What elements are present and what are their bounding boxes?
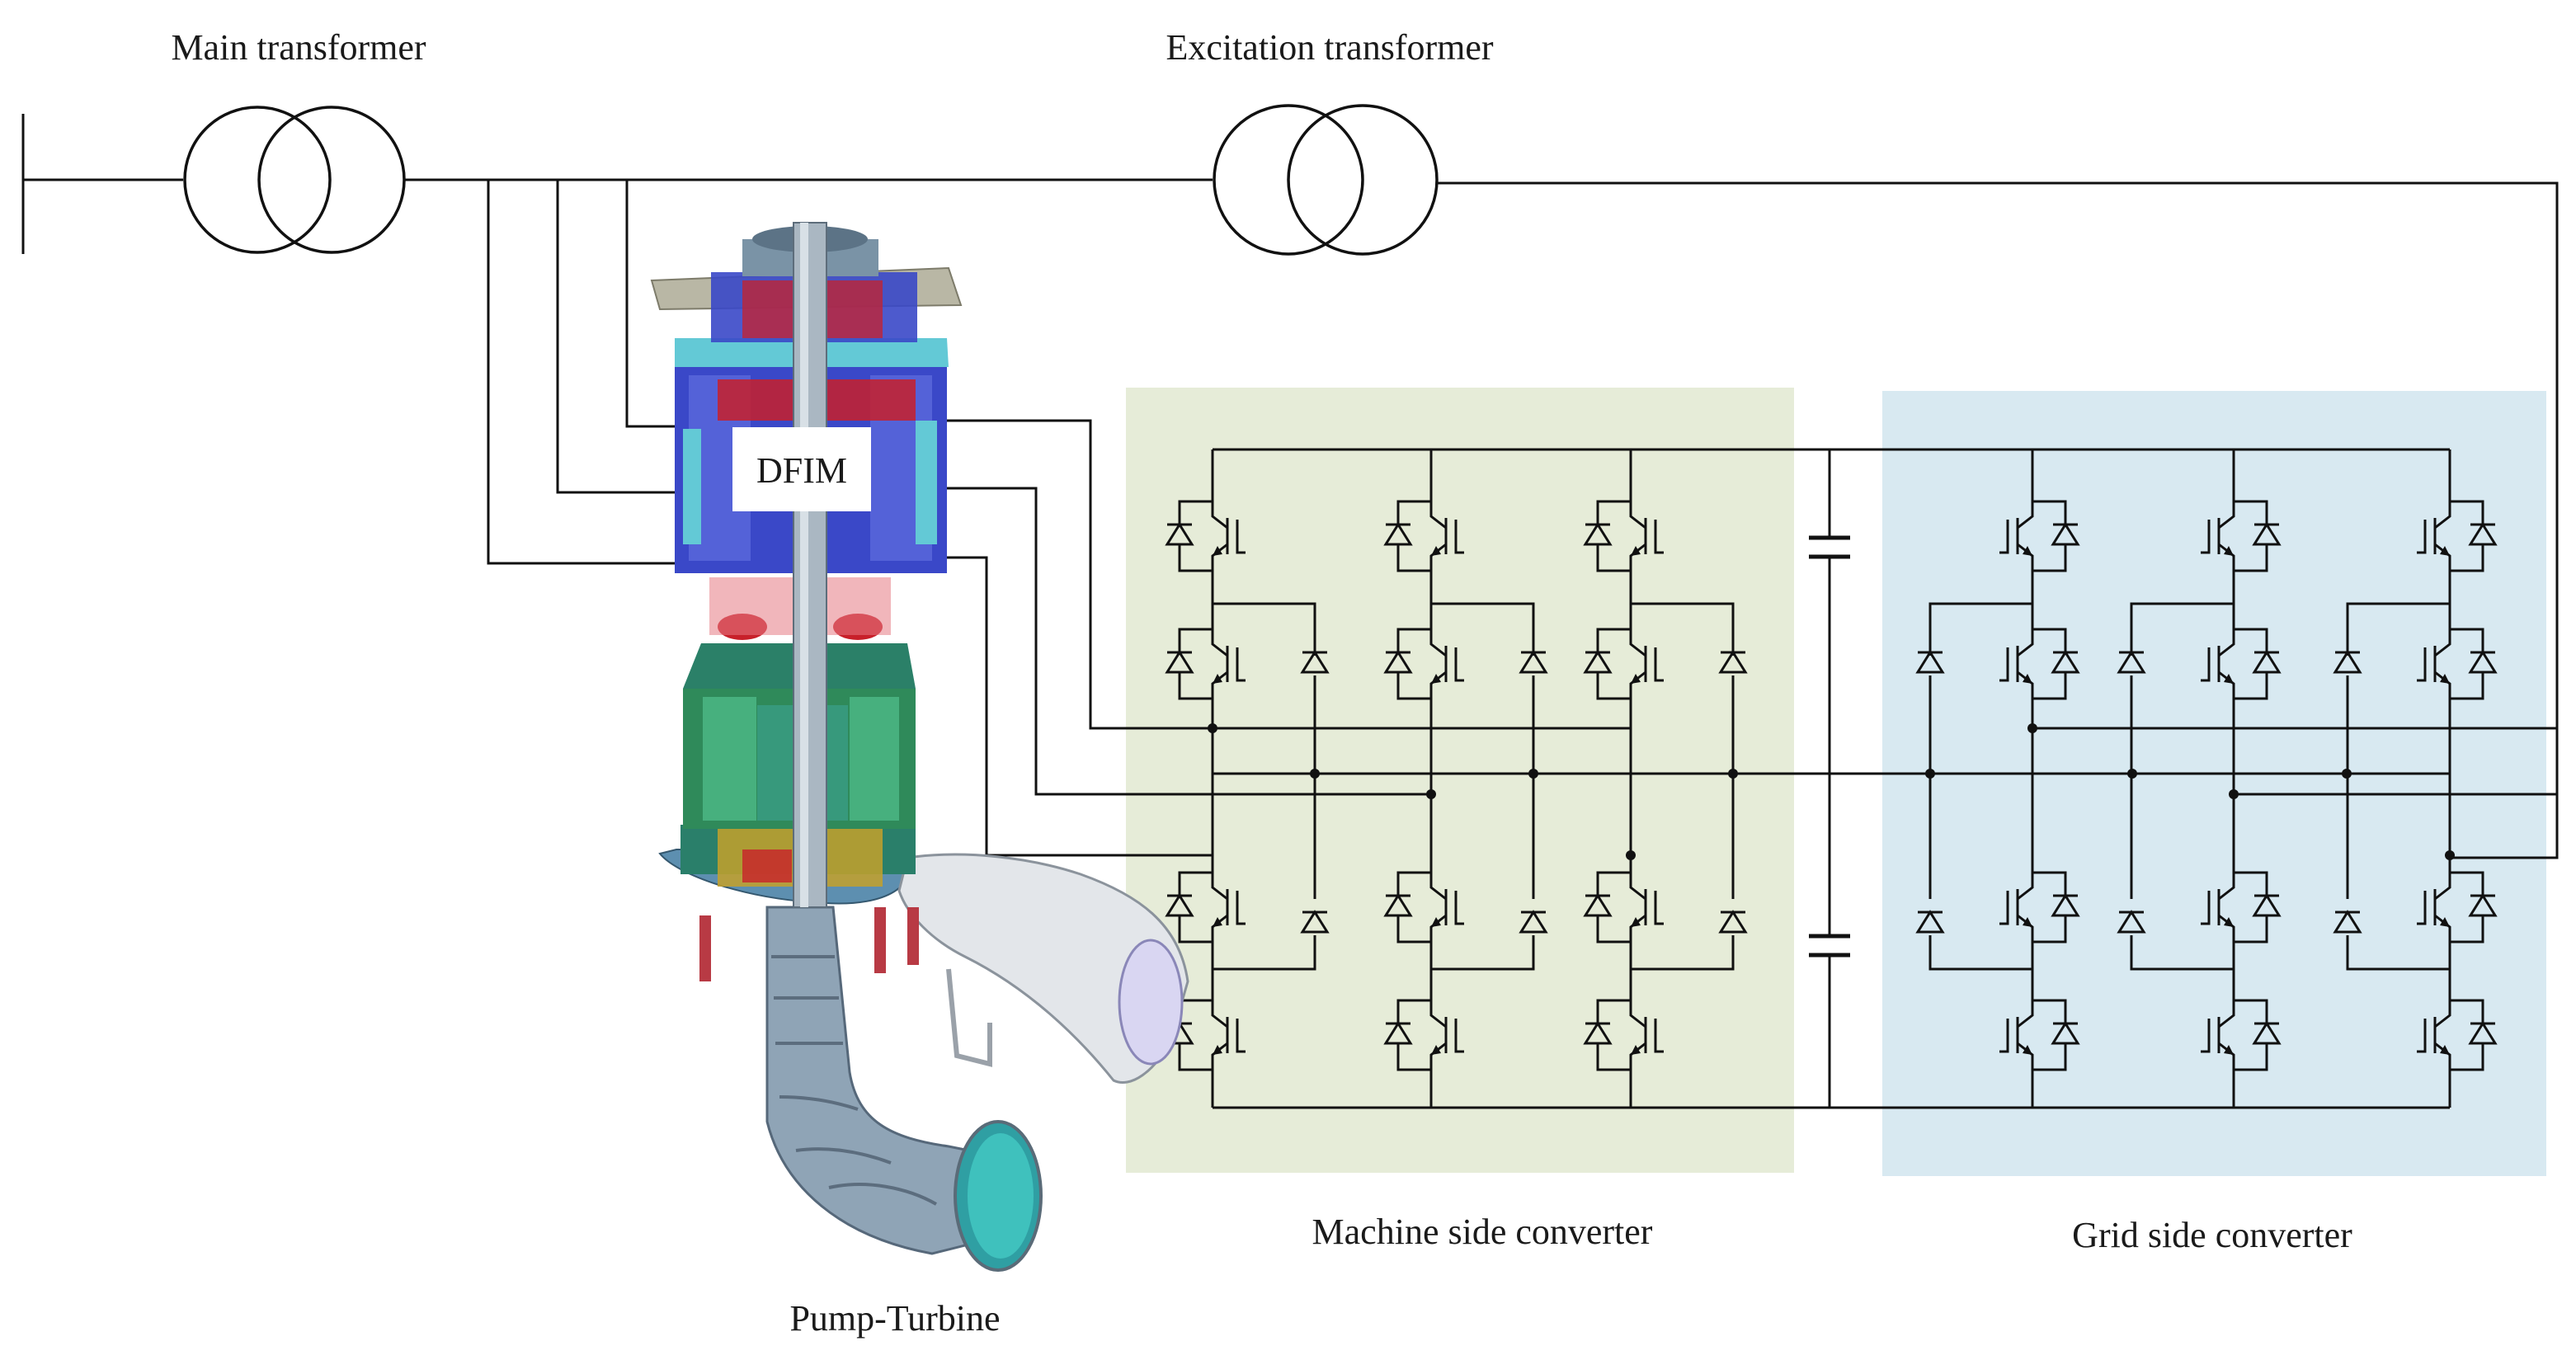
msc-leg-1-switch-1 [1165, 500, 1246, 572]
msc-leg-1-clamp-diode-lower [1300, 910, 1330, 934]
msc-leg-1-clamp-diode-upper [1300, 650, 1330, 674]
rotor-connections [947, 419, 1631, 857]
msc-leg-2-switch-3 [1383, 871, 1464, 944]
dc-link-capacitors [1809, 449, 1850, 1108]
gsc-leg-2-switch-4 [2201, 999, 2282, 1071]
main-transformer-symbol [183, 106, 406, 254]
msc-leg-3-switch-3 [1583, 871, 1664, 944]
msc-leg-1-switch-3 [1165, 871, 1246, 944]
excitation-transformer-label: Excitation transformer [1166, 27, 1493, 68]
dfim-label-box [732, 427, 871, 511]
machine-side-converter-legs [1165, 449, 2450, 1108]
gsc-leg-1-switch-4 [1999, 999, 2080, 1071]
excitation-transformer-symbol [1213, 104, 1439, 256]
gsc-leg-3-switch-3 [2417, 871, 2498, 944]
gsc-leg-1-clamp-diode-upper [1915, 650, 1945, 674]
pump-turbine-unit-illustration [650, 222, 1189, 1272]
msc-leg-3-switch-2 [1583, 628, 1664, 700]
msc-leg-2-switch-2 [1383, 628, 1464, 700]
gsc-leg-3-switch-1 [2417, 500, 2498, 572]
grid-side-panel [1882, 391, 2546, 1176]
gsc-leg-2-switch-3 [2201, 871, 2282, 944]
msc-leg-2-clamp-diode-upper [1519, 650, 1548, 674]
pump-turbine-label: Pump-Turbine [789, 1298, 1000, 1339]
machine-side-panel [1126, 388, 1794, 1173]
msc-leg-3-clamp-diode-lower [1718, 910, 1748, 934]
gsc-leg-3-clamp-diode-upper [2333, 650, 2362, 674]
gsc-leg-1-clamp-diode-lower [1915, 910, 1945, 934]
msc-leg-2-switch-1 [1383, 500, 1464, 572]
machine-side-converter-label: Machine side converter [1312, 1212, 1653, 1252]
gsc-leg-3-clamp-diode-lower [2333, 910, 2362, 934]
gsc-leg-2-switch-1 [2201, 500, 2282, 572]
gsc-leg-1-switch-3 [1999, 871, 2080, 944]
excitation-to-grid-converter [1437, 181, 2559, 859]
gsc-leg-2-switch-2 [2201, 628, 2282, 700]
msc-leg-3-switch-4 [1583, 999, 1664, 1071]
dfim-label: DFIM [756, 450, 847, 491]
grid-side-converter-label: Grid side converter [2072, 1215, 2352, 1255]
msc-leg-2-switch-4 [1383, 999, 1464, 1071]
gsc-leg-3-switch-4 [2417, 999, 2498, 1071]
gsc-leg-1-switch-2 [1999, 628, 2080, 700]
msc-leg-3-clamp-diode-upper [1718, 650, 1748, 674]
gsc-leg-3-switch-2 [2417, 628, 2498, 700]
msc-leg-1-switch-2 [1165, 628, 1246, 700]
main-transformer-label: Main transformer [171, 27, 426, 68]
msc-leg-2-clamp-diode-lower [1519, 910, 1548, 934]
grid-side-converter-legs [1915, 449, 2557, 1108]
msc-leg-3-switch-1 [1583, 500, 1664, 572]
gsc-leg-2-clamp-diode-lower [2117, 910, 2146, 934]
stator-connections [487, 180, 675, 565]
gsc-leg-1-switch-1 [1999, 500, 2080, 572]
gsc-leg-2-clamp-diode-upper [2117, 650, 2146, 674]
